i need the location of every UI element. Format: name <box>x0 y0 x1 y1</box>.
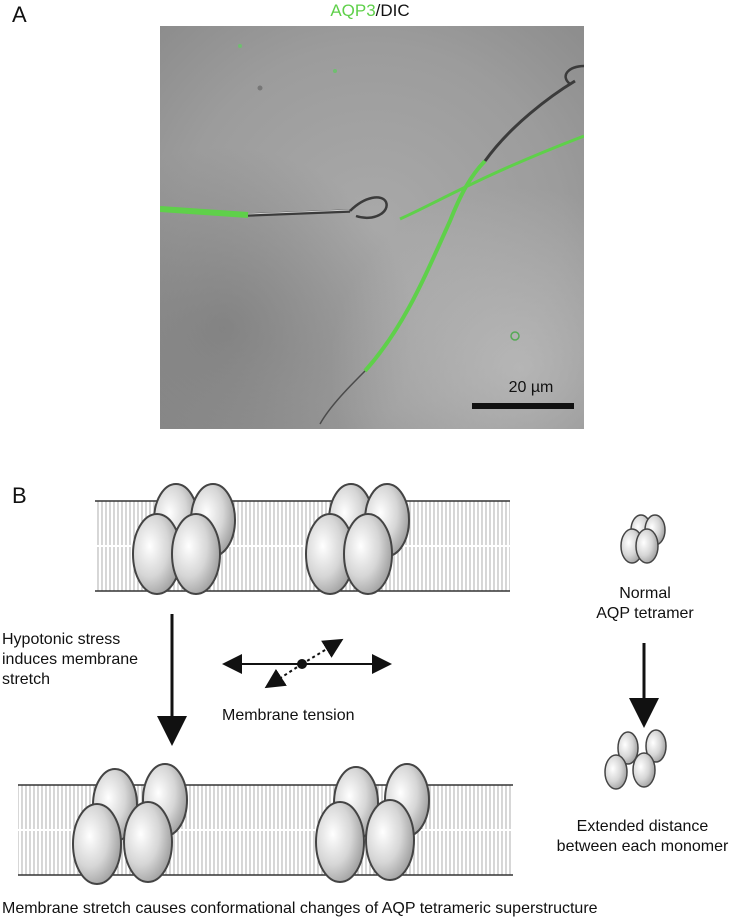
membrane-bottom <box>18 784 513 876</box>
panel-b-letter: B <box>12 483 27 508</box>
tension-arrows <box>222 638 392 689</box>
extended-line-2: between each monomer <box>556 838 729 855</box>
stress-text: Hypotonic stress induces membrane stretc… <box>2 630 152 690</box>
stress-line-3: stretch <box>2 671 51 688</box>
caption: Membrane stretch causes conformational c… <box>2 900 598 917</box>
sperm-tail-fluorescent <box>160 206 249 218</box>
sperm-midpiece <box>247 209 351 217</box>
extended-label: Extended distance between each monomer <box>545 817 740 857</box>
normal-line-1: Normal <box>619 585 671 602</box>
tension-label: Membrane tension <box>222 707 355 724</box>
sperm-thin-tail <box>319 370 366 425</box>
sperm-midpiece-2 <box>483 79 576 162</box>
microscopy-image <box>160 26 584 429</box>
extended-tetramer <box>604 729 667 790</box>
scale-bar-label: 20 µm <box>508 379 554 396</box>
sperm-tail-fluorescent-3 <box>399 134 584 221</box>
sperm-midpiece-highlight <box>247 209 351 215</box>
normal-line-2: AQP tetramer <box>596 605 694 622</box>
aqp3-label: AQP3 <box>330 1 376 20</box>
sperm-head-2 <box>564 64 584 85</box>
stress-line-1: Hypotonic stress <box>2 631 121 648</box>
tetramer-top-left <box>132 483 236 595</box>
panel-a-title: AQP3/DIC <box>0 1 740 21</box>
panel-a-letter: A <box>12 2 27 27</box>
stress-line-2: induces membrane <box>2 651 139 668</box>
tetramer-bottom-left <box>72 763 188 885</box>
extended-line-1: Extended distance <box>576 818 709 835</box>
tetramer-top-right <box>305 483 410 595</box>
membrane-top <box>95 500 510 592</box>
normal-tetramer <box>620 514 666 564</box>
sperm-head <box>349 196 388 219</box>
scale-bar <box>472 403 574 409</box>
normal-label: Normal AQP tetramer <box>560 584 730 624</box>
tetramer-bottom-right <box>315 763 430 883</box>
sperm-tail-fluorescent-2 <box>363 159 487 373</box>
dic-label: /DIC <box>375 1 410 20</box>
